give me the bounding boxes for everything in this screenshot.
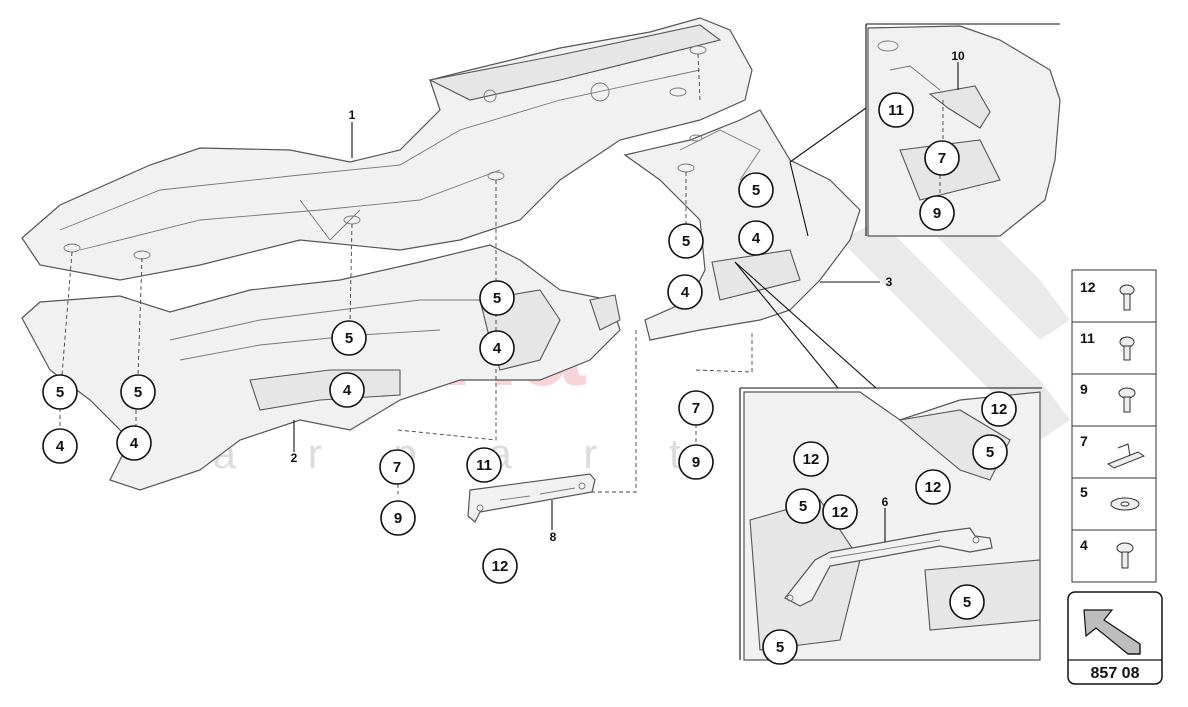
callout: 12 — [915, 469, 951, 505]
callout: 9 — [678, 444, 714, 480]
diagram-code: 857 08 — [1091, 665, 1140, 682]
legend-label: 5 — [1080, 484, 1088, 500]
svg-text:4: 4 — [493, 340, 502, 357]
callout: 5 — [331, 320, 367, 356]
callout: 7 — [924, 140, 960, 176]
svg-text:9: 9 — [394, 510, 402, 527]
callout: 5 — [120, 374, 156, 410]
callout: 5 — [479, 280, 515, 316]
navigation-box: 857 08 — [1067, 591, 1163, 685]
callout: 9 — [919, 195, 955, 231]
callout: 12 — [981, 391, 1017, 427]
part-1-upper-dashboard — [21, 17, 753, 281]
callout: 5 — [668, 223, 704, 259]
clip-7-icon — [1106, 443, 1146, 469]
zoom-line-top-b — [789, 161, 809, 237]
callout: 12 — [482, 548, 518, 584]
screw-9-icon — [1118, 387, 1136, 413]
callout: 9 — [380, 500, 416, 536]
legend-label: 9 — [1080, 381, 1088, 397]
svg-text:11: 11 — [888, 102, 904, 119]
svg-text:5: 5 — [682, 233, 690, 250]
screw-4-icon — [1116, 542, 1134, 569]
part-label-3: 3 — [886, 275, 893, 289]
svg-text:5: 5 — [134, 384, 142, 401]
legend-label: 4 — [1080, 537, 1088, 553]
zoom-line-top-a — [789, 107, 867, 163]
callout: 5 — [738, 172, 774, 208]
svg-text:12: 12 — [991, 401, 1008, 418]
svg-text:5: 5 — [799, 498, 807, 515]
callout: 4 — [479, 330, 515, 366]
part-3-side-panel — [623, 109, 861, 341]
svg-text:5: 5 — [776, 639, 784, 656]
part-label-6: 6 — [882, 495, 889, 509]
svg-text:12: 12 — [832, 504, 849, 521]
callout: 5 — [949, 584, 985, 620]
svg-text:11: 11 — [476, 457, 492, 474]
inset-detail-bottom — [739, 387, 1042, 661]
svg-text:12: 12 — [492, 558, 509, 575]
part-label-2: 2 — [291, 451, 298, 465]
svg-text:4: 4 — [56, 438, 65, 455]
callout: 4 — [42, 428, 78, 464]
svg-text:4: 4 — [681, 284, 690, 301]
svg-text:5: 5 — [963, 594, 971, 611]
callout: 12 — [793, 441, 829, 477]
callout: 11 — [878, 92, 914, 128]
svg-text:9: 9 — [933, 205, 941, 222]
part-8-bracket — [467, 473, 596, 523]
callout: 5 — [762, 629, 798, 665]
callout: 11 — [466, 447, 502, 483]
svg-text:4: 4 — [343, 382, 352, 399]
screw-11-icon — [1119, 336, 1135, 361]
svg-text:7: 7 — [938, 150, 946, 167]
part-label-10: 10 — [951, 49, 965, 63]
callout: 5 — [972, 434, 1008, 470]
callout: 12 — [822, 494, 858, 530]
part-label-8: 8 — [550, 530, 557, 544]
svg-text:12: 12 — [925, 479, 942, 496]
callout: 5 — [42, 374, 78, 410]
svg-text:9: 9 — [692, 454, 700, 471]
svg-text:7: 7 — [692, 400, 700, 417]
callout: 5 — [785, 488, 821, 524]
part-label-1: 1 — [349, 108, 356, 122]
direction-arrow-icon — [1083, 609, 1141, 655]
svg-text:5: 5 — [56, 384, 64, 401]
callout: 7 — [678, 390, 714, 426]
screw-12-icon — [1119, 284, 1135, 311]
svg-text:5: 5 — [986, 444, 994, 461]
svg-text:5: 5 — [493, 290, 501, 307]
svg-text:4: 4 — [752, 230, 761, 247]
callout: 4 — [116, 425, 152, 461]
svg-text:5: 5 — [345, 330, 353, 347]
svg-text:4: 4 — [130, 435, 139, 452]
callout: 4 — [667, 274, 703, 310]
zoom-line-bottom-a — [734, 261, 839, 389]
callout: 7 — [379, 449, 415, 485]
zoom-line-bottom-b — [734, 261, 877, 389]
washer-5-icon — [1110, 497, 1140, 511]
svg-text:12: 12 — [803, 451, 820, 468]
fastener-legend: 12 11 9 7 5 4 — [1071, 269, 1157, 583]
svg-text:5: 5 — [752, 182, 760, 199]
legend-label: 12 — [1080, 279, 1096, 295]
callout: 4 — [329, 372, 365, 408]
legend-label: 7 — [1080, 433, 1088, 449]
svg-text:7: 7 — [393, 459, 401, 476]
callout: 4 — [738, 220, 774, 256]
legend-label: 11 — [1080, 330, 1095, 346]
